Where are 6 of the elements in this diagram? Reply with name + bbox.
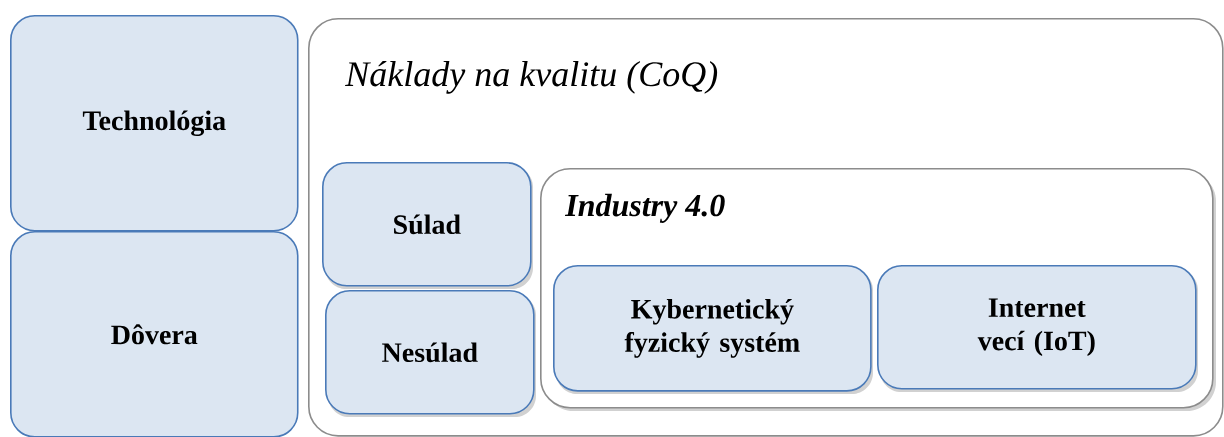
concept-box: Kybernetický fyzický systém	[553, 265, 873, 394]
concept-box: Súlad	[322, 162, 533, 289]
concept-box: Nesúlad	[325, 290, 536, 417]
concept-box: Dôvera	[10, 231, 299, 437]
concept-box: Technológia	[10, 15, 299, 232]
concept-box: Internet vecí (IoT)	[877, 265, 1198, 392]
